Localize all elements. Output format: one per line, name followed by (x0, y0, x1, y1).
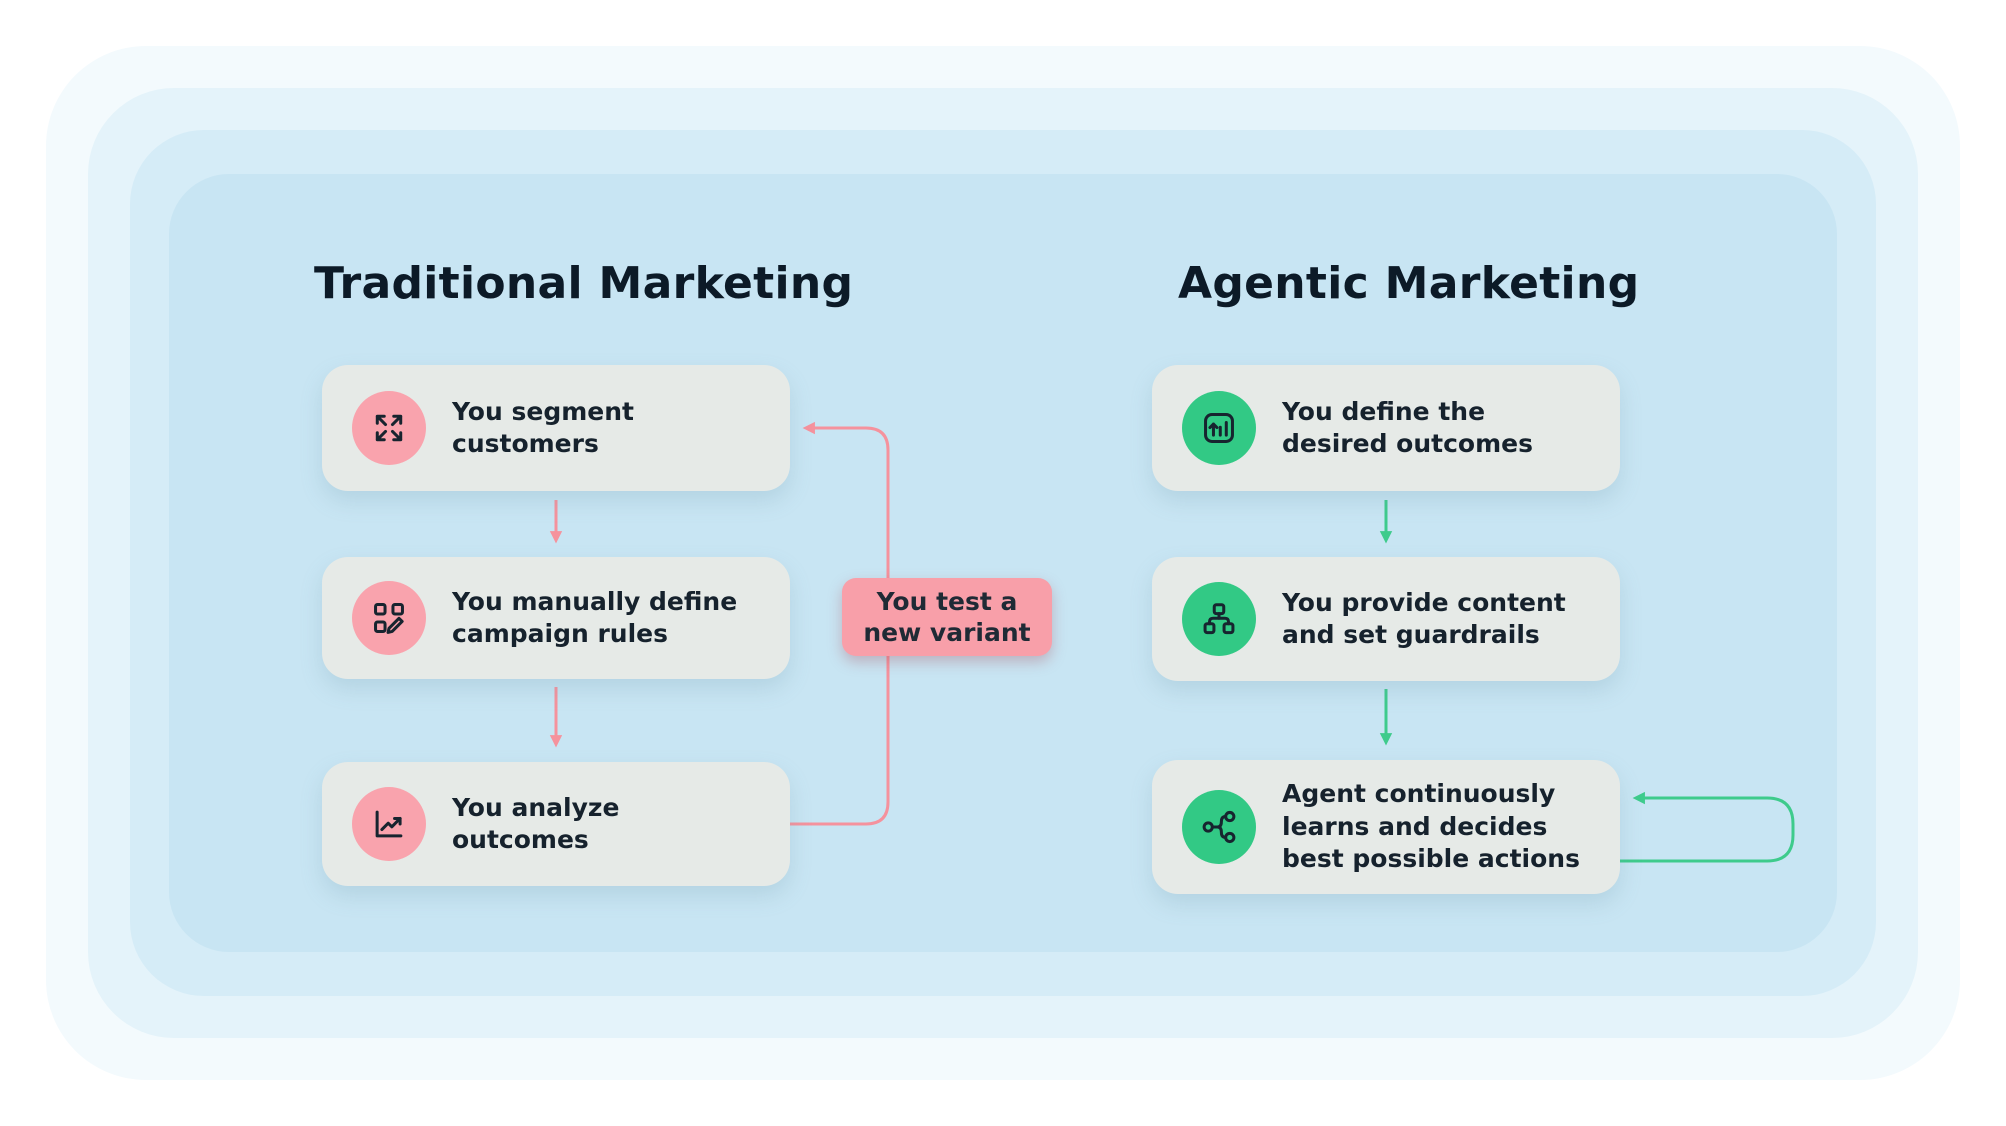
step-card-analyze-outcomes: You analyze outcomes (322, 762, 790, 886)
analyze-icon (352, 787, 426, 861)
step-card-define-outcomes: You define the desired outcomes (1152, 365, 1620, 491)
rules-icon (352, 581, 426, 655)
step-card-campaign-rules: You manually define campaign rules (322, 557, 790, 679)
step-label: You provide content and set guardrails (1282, 587, 1566, 650)
agent-icon (1182, 790, 1256, 864)
step-card-content-guardrails: You provide content and set guardrails (1152, 557, 1620, 681)
step-label: You manually define campaign rules (452, 586, 738, 649)
right-column-title: Agentic Marketing (1178, 258, 1640, 309)
step-label: You analyze outcomes (452, 792, 620, 855)
guardrails-icon (1182, 582, 1256, 656)
test-variant-badge: You test a new variant (842, 578, 1052, 656)
step-label: You define the desired outcomes (1282, 396, 1533, 459)
step-card-agent-learns: Agent continuously learns and decides be… (1152, 760, 1620, 894)
step-label: Agent continuously learns and decides be… (1282, 779, 1580, 874)
segment-icon (352, 391, 426, 465)
step-card-segment-customers: You segment customers (322, 365, 790, 491)
step-label: You segment customers (452, 396, 634, 459)
outcomes-icon (1182, 391, 1256, 465)
left-column-title: Traditional Marketing (314, 258, 854, 309)
